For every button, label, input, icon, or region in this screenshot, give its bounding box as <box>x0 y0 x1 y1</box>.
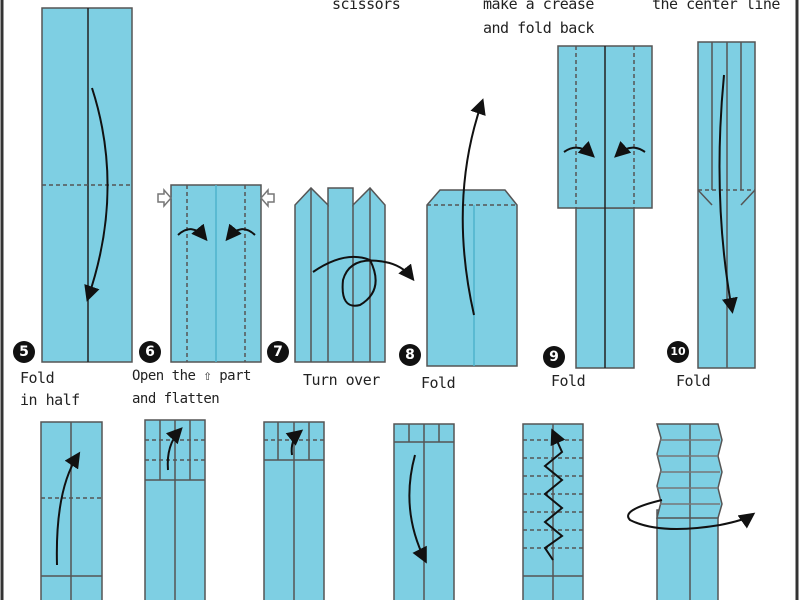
step-number-6: 6 <box>139 341 161 363</box>
step6-label-2: and flatten <box>132 391 220 407</box>
step8-label: Fold <box>421 374 456 392</box>
step9-label: Fold <box>551 372 586 390</box>
turn-over-arrow <box>312 256 415 307</box>
step-number-5: 5 <box>13 341 35 363</box>
step6-label-1: Open the ⇧ part <box>132 368 251 384</box>
step-number-9: 9 <box>543 346 565 368</box>
hollow-arrow-icon <box>260 188 275 208</box>
fold-arrow <box>84 87 109 302</box>
step7-label: Turn over <box>303 371 380 389</box>
step5-label-2: in half <box>20 391 80 409</box>
step16-paper <box>656 509 719 600</box>
caption-center-line: the center line <box>652 0 780 13</box>
step-number-8: 8 <box>399 344 421 366</box>
step8-paper <box>426 189 518 367</box>
caption-scissors: scissors <box>332 0 401 13</box>
step-number-7: 7 <box>267 341 289 363</box>
caption-crease-1: make a crease <box>483 0 594 13</box>
caption-crease-2: and fold back <box>483 19 594 37</box>
step10-label: Fold <box>676 372 711 390</box>
step5-label-1: Fold <box>20 369 55 387</box>
step7-paper <box>294 186 386 363</box>
hollow-arrow-icon <box>157 188 172 208</box>
step-number-10: 10 <box>667 341 689 363</box>
rotate-arrow <box>627 499 756 530</box>
